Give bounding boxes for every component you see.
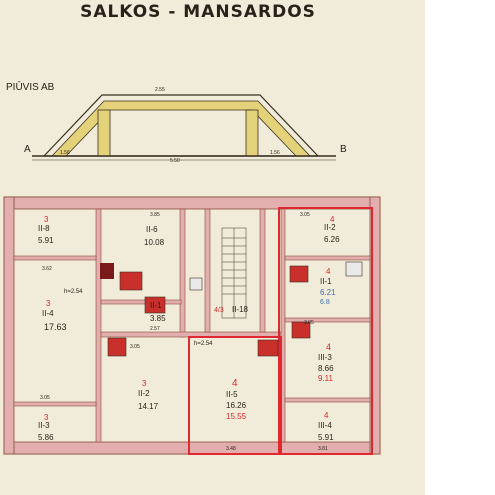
knee-wall-left [97, 109, 111, 157]
wall-west [3, 196, 15, 455]
room-area: 5.86 [38, 433, 54, 442]
room-area: 5.91 [318, 433, 334, 442]
room-area-note: 15.55 [226, 412, 247, 421]
room-dim: 3.62 [42, 266, 52, 272]
highlight-room-ii5 [188, 336, 282, 455]
stove-icon [257, 339, 279, 357]
room-area-note: 6.8 [320, 299, 330, 306]
room-dim: 3.85 [150, 212, 160, 218]
section-mark-b: B [340, 144, 347, 155]
room-dim: 2.57 [150, 326, 160, 332]
room-label: II-6 [146, 225, 158, 234]
room-number: 4 [324, 411, 329, 420]
section-label: PIŪVIS AB [6, 81, 55, 93]
room-area: 16.26 [226, 401, 247, 410]
section-mark-a: A [24, 144, 31, 155]
room-dim: 3.05 [304, 320, 314, 326]
section-dim-top: 2.55 [155, 87, 165, 93]
section-dim-left: 1.56 [60, 150, 70, 156]
stair-mark: 4/3 [214, 307, 224, 314]
room-label: II-1 [150, 301, 162, 310]
wall-int-6 [204, 208, 211, 333]
room-height: h=2.54 [194, 341, 213, 347]
room-number: 3 [142, 379, 147, 388]
wall-int-12 [284, 255, 371, 261]
room-area: 10.08 [144, 238, 165, 247]
sink-icon [189, 277, 203, 291]
plan [3, 196, 381, 455]
room-dim: 3.48 [226, 446, 236, 452]
room-label: II-8 [38, 224, 50, 233]
stove-icon [144, 296, 166, 314]
room-label: III-3 [318, 353, 332, 362]
room-labels: 3 II-8 5.91 II-6 10.08 3.85 3 II-4 17.63… [38, 212, 340, 452]
room-label: III-4 [318, 421, 332, 430]
section-dim-mid: 5.50 [170, 158, 180, 164]
room-area-note: 9.11 [318, 374, 334, 383]
wall-int-10 [284, 397, 371, 403]
stove-icon [100, 263, 114, 279]
section-profile: A B 2.55 5.50 1.56 1.56 [24, 87, 347, 164]
room-area: 8.66 [318, 364, 334, 373]
room-dim: 3.81 [318, 446, 328, 452]
room-area: 3.85 [150, 314, 166, 323]
drawing-title: SALKOS - MANSARDOS [80, 2, 316, 22]
wall-int-2 [13, 255, 97, 261]
room-area: 5.91 [38, 236, 54, 245]
section-dim-right: 1.56 [270, 150, 280, 156]
stove-icon [119, 271, 143, 291]
room-label: II-5 [226, 390, 238, 399]
wall-int-3 [13, 401, 97, 407]
wall-int-11 [100, 299, 182, 305]
room-area: 14.17 [138, 402, 159, 411]
room-height: h=2.54 [64, 289, 83, 295]
room-number: 4 [330, 215, 335, 224]
wall-int-7 [259, 208, 266, 333]
room-number: 3 [46, 299, 51, 308]
wall-int-9 [284, 317, 371, 323]
sink-icon [345, 261, 363, 277]
room-number: 3 [44, 215, 49, 224]
room-number: 4 [232, 378, 238, 389]
room-dim: 3.05 [40, 395, 50, 401]
staircase [221, 227, 247, 319]
room-label: II-18 [232, 305, 249, 314]
knee-wall-right [245, 109, 259, 157]
room-number: 4 [326, 267, 331, 276]
room-area: 17.63 [44, 322, 67, 332]
stove-icon [291, 321, 311, 339]
stove-icon [289, 265, 309, 283]
room-label: II-4 [42, 309, 54, 318]
room-label: II-3 [38, 421, 50, 430]
room-label: II-2 [324, 223, 336, 232]
room-label: II-2 [138, 389, 150, 398]
room-dim: 3.05 [300, 212, 310, 218]
room-area: 6.26 [324, 235, 340, 244]
stove-icons [100, 261, 363, 357]
wall-int-4 [179, 208, 186, 338]
stove-icon [107, 337, 127, 357]
room-area: 6.21 [320, 288, 336, 297]
room-number: 3 [44, 413, 49, 422]
room-dim: 3.05 [130, 344, 140, 350]
room-label: II-1 [320, 277, 332, 286]
room-number: 4 [326, 342, 331, 352]
wall-int-1 [95, 208, 102, 443]
highlight-apartment-4 [278, 207, 373, 455]
wall-east [369, 196, 381, 455]
